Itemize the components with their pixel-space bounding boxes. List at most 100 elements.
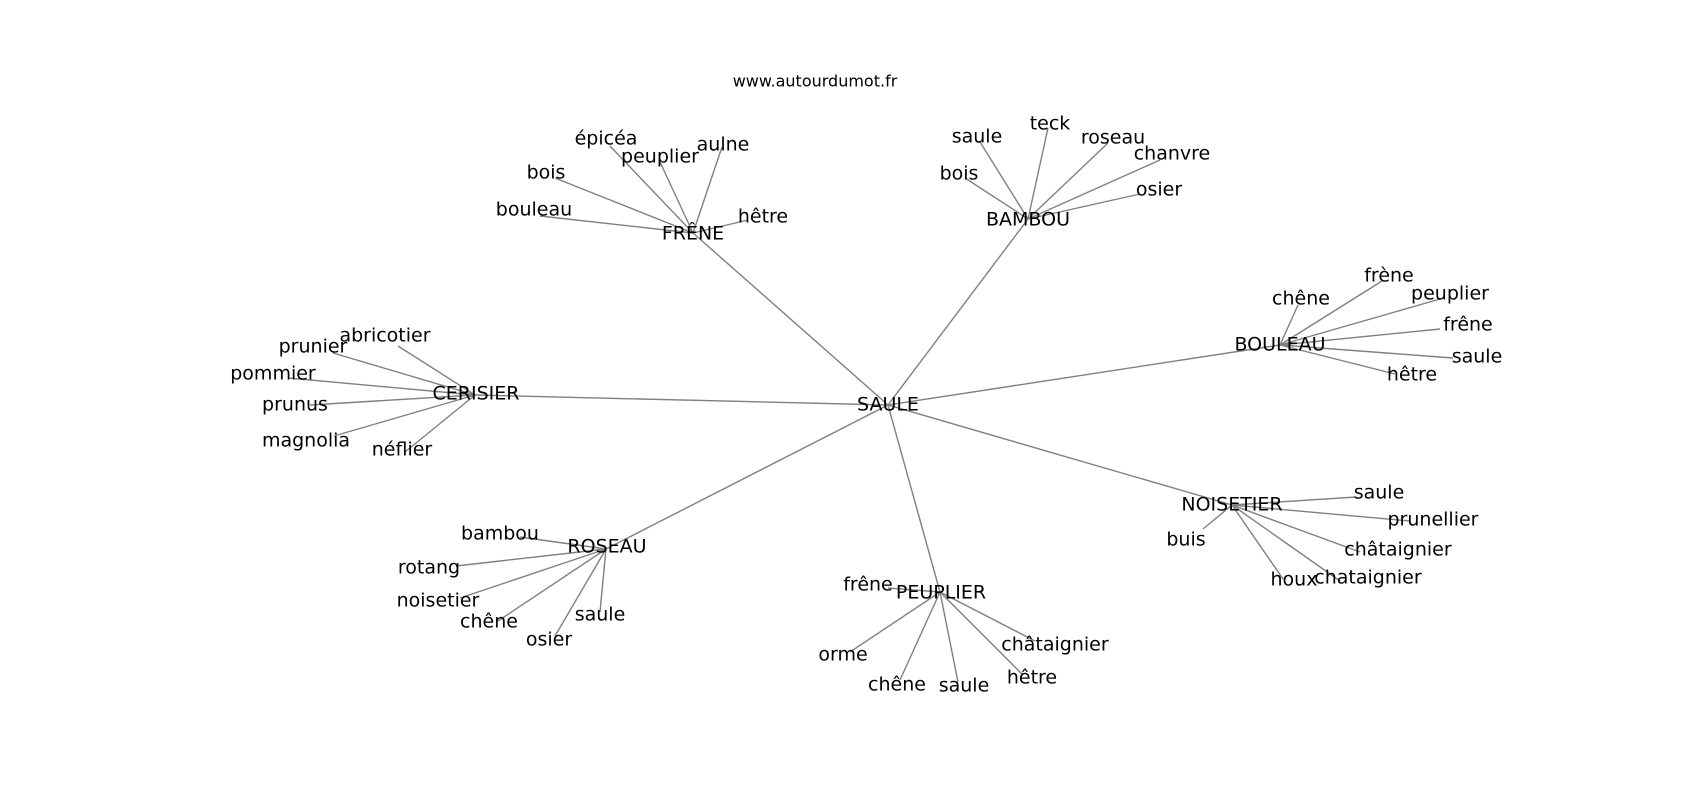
edge-noisetier-saule — [1231, 496, 1357, 506]
leaf-node-frene-epicea: épicéa — [575, 128, 638, 150]
leaf-node-noisetier-chataignier: châtaignier — [1344, 539, 1452, 561]
leaf-node-frene-peuplier: peuplier — [621, 146, 699, 168]
edge-peuplier-saule — [939, 591, 959, 683]
leaf-node-cerisier-abricotier: abricotier — [339, 325, 430, 347]
edge-center-roseau — [605, 404, 889, 550]
leaf-node-noisetier-prunellier: prunellier — [1388, 509, 1479, 531]
edge-frene-hetre — [692, 219, 749, 234]
leaf-node-roseau-rotang: rotang — [398, 557, 460, 579]
leaf-node-bouleau-chene: chêne — [1272, 288, 1330, 310]
edge-noisetier-chataignier — [1231, 504, 1361, 553]
edge-noisetier-houx — [1231, 504, 1284, 580]
edge-cerisier-prunier — [332, 352, 476, 396]
edge-bouleau-hetre — [1279, 344, 1396, 375]
leaf-node-roseau-osier: osier — [526, 629, 572, 651]
edge-bouleau-peuplier — [1279, 298, 1441, 346]
edge-frene-peuplier — [659, 161, 694, 234]
edge-center-noisetier — [887, 404, 1233, 506]
hub-node-frene: FRÊNE — [662, 222, 724, 245]
leaf-node-bambou-osier: osier — [1136, 179, 1182, 201]
hub-node-bouleau: BOULEAU — [1234, 334, 1325, 356]
hub-node-bambou: BAMBOU — [986, 209, 1070, 231]
leaf-node-frene-aulne: aulne — [697, 134, 750, 156]
leaf-node-bambou-roseau: roseau — [1081, 127, 1145, 149]
leaf-node-bouleau-frene: frêne — [1443, 314, 1493, 336]
leaf-node-peuplier-chataignier: châtaignier — [1001, 634, 1109, 656]
leaf-node-noisetier-buis: buis — [1166, 529, 1205, 551]
edge-bouleau-frene — [1279, 280, 1383, 346]
hub-node-roseau: ROSEAU — [567, 536, 646, 558]
edge-peuplier-chataignier — [939, 591, 1036, 642]
leaf-node-bambou-chanvre: chanvre — [1134, 143, 1211, 165]
leaf-node-bouleau-hetre: hêtre — [1387, 364, 1437, 386]
leaf-node-bambou-saule: saule — [952, 126, 1003, 148]
leaf-node-cerisier-prunus: prunus — [262, 394, 328, 416]
edge-frene-bois — [554, 177, 694, 234]
leaf-node-peuplier-frene: frêne — [843, 574, 893, 596]
edge-frene-aulne — [692, 146, 723, 234]
edge-noisetier-buis — [1202, 504, 1233, 530]
edge-bambou-teck — [1027, 127, 1049, 220]
leaf-node-bouleau-saule: saule — [1452, 346, 1503, 368]
leaf-node-peuplier-chene: chêne — [868, 674, 926, 696]
edge-bouleau-frene — [1279, 328, 1441, 346]
edge-bouleau-chene — [1279, 304, 1299, 346]
edge-cerisier-abricotier — [397, 345, 476, 396]
leaf-node-roseau-noisetier: noisetier — [397, 590, 480, 612]
graph-edges — [287, 127, 1454, 683]
edge-cerisier-neflier — [404, 394, 476, 453]
leaf-node-bambou-teck: teck — [1030, 113, 1071, 135]
leaf-node-frene-hetre: hêtre — [738, 206, 788, 228]
source-label: www.autourdumot.fr — [733, 72, 898, 91]
hub-node-noisetier: NOISETIER — [1181, 494, 1282, 516]
edge-peuplier-hetre — [939, 591, 1023, 675]
edge-cerisier-prunus — [309, 394, 476, 406]
edge-bouleau-saule — [1279, 344, 1454, 359]
leaf-node-cerisier-pommier: pommier — [230, 363, 316, 385]
leaf-node-roseau-bambou: bambou — [461, 523, 539, 545]
edge-bambou-bois — [964, 177, 1029, 220]
edge-center-peuplier — [887, 404, 941, 593]
edge-peuplier-frene — [887, 587, 941, 593]
leaf-node-bambou-bois: bois — [940, 163, 979, 185]
edge-bambou-saule — [979, 141, 1029, 220]
edge-roseau-noisetier — [459, 548, 607, 599]
edge-center-frene — [692, 232, 889, 406]
leaf-node-bouleau-peuplier: peuplier — [1411, 283, 1489, 305]
edge-cerisier-magnolia — [333, 394, 476, 437]
leaf-node-frene-bois: bois — [527, 162, 566, 184]
hub-node-cerisier: CERISIER — [433, 383, 520, 405]
leaf-node-frene-bouleau: bouleau — [496, 199, 572, 221]
leaf-node-roseau-saule: saule — [575, 604, 626, 626]
edge-noisetier-prunellier — [1231, 504, 1411, 522]
leaf-node-peuplier-orme: orme — [818, 644, 867, 666]
leaf-node-peuplier-saule: saule — [939, 675, 990, 697]
edge-roseau-bambou — [519, 536, 607, 550]
edge-peuplier-orme — [849, 591, 941, 653]
edge-roseau-rotang — [455, 548, 607, 567]
edge-bambou-osier — [1027, 193, 1141, 220]
edge-cerisier-pommier — [287, 377, 476, 396]
edge-roseau-saule — [599, 548, 607, 613]
edge-bambou-chanvre — [1027, 159, 1161, 220]
leaf-node-cerisier-prunier: prunier — [279, 336, 348, 358]
edge-peuplier-chene — [899, 591, 941, 681]
edge-center-cerisier — [474, 394, 889, 406]
edge-center-bouleau — [887, 344, 1281, 406]
leaf-node-cerisier-magnolia: magnolia — [262, 430, 350, 452]
edge-roseau-osier — [554, 548, 607, 637]
leaf-node-noisetier-chataignier: chataignier — [1314, 567, 1422, 589]
leaf-node-noisetier-houx: houx — [1271, 569, 1318, 591]
hub-node-peuplier: PEUPLIER — [896, 582, 986, 604]
leaf-node-cerisier-neflier: néflier — [372, 439, 433, 461]
leaf-node-roseau-chene: chêne — [460, 611, 518, 633]
leaf-node-bouleau-frene: frène — [1364, 265, 1414, 287]
edge-frene-bouleau — [539, 215, 694, 234]
edge-noisetier-chataignier — [1231, 504, 1341, 582]
edge-roseau-chene — [497, 548, 607, 622]
edge-frene-epicea — [609, 145, 694, 234]
center-node-label: SAULE — [857, 394, 919, 416]
leaf-node-peuplier-hetre: hêtre — [1007, 667, 1057, 689]
